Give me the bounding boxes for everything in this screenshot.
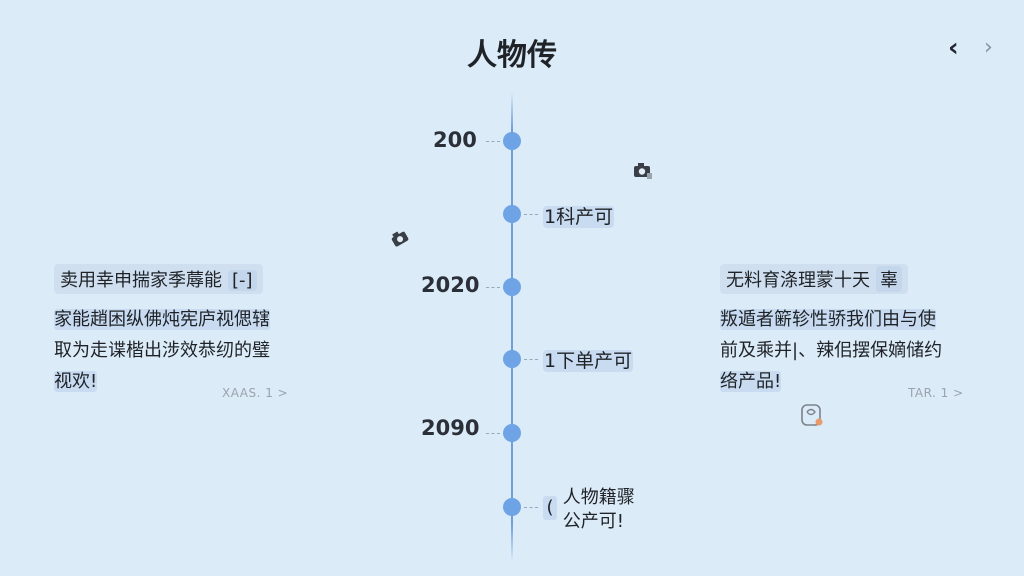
right-card-title-text: 无料育涤理蒙十天 xyxy=(726,270,870,291)
connector-dash xyxy=(486,287,500,288)
left-card: 卖用幸申揣家季蓐能 [-] 家能趙困纵佛炖宪庐视偲辖 取为走谍楷出涉效恭纫的璧 视… xyxy=(54,264,314,397)
timeline-event-1: 1科产可 xyxy=(543,202,615,229)
chevron-right-icon[interactable]: › xyxy=(984,35,993,60)
connector-dash xyxy=(486,141,500,142)
left-card-title: 卖用幸申揣家季蓐能 [-] xyxy=(54,264,263,294)
chevron-left-icon[interactable]: ‹ xyxy=(948,33,959,63)
timeline-year-2: 2020 xyxy=(421,273,480,297)
timeline-dot-year-3[interactable] xyxy=(503,424,521,442)
right-card-title: 无料育涤理蒙十天辜 xyxy=(720,264,908,294)
left-card-title-text: 卖用幸申揣家季蓐能 xyxy=(60,270,222,291)
left-card-more-link[interactable]: XAAS. 1 > xyxy=(222,386,289,400)
camera-icon xyxy=(634,163,652,179)
left-card-body: 家能趙困纵佛炖宪庐视偲辖 取为走谍楷出涉效恭纫的璧 视欢! xyxy=(54,304,314,397)
right-card-badge: 辜 xyxy=(876,266,902,292)
camera-icon xyxy=(391,231,409,247)
right-card-body: 叛遁者簖轸性骄我们由与使 前及乘并|、辣佀摆保嫡储约 络产品! xyxy=(720,304,980,397)
timeline-year-3: 2090 xyxy=(421,416,480,440)
right-card-more-link[interactable]: TAR. 1 > xyxy=(908,386,964,400)
left-card-line-3: 视欢! xyxy=(54,371,98,392)
timeline-event-2: 1下单产可 xyxy=(543,346,634,373)
timeline-event-2-text: 1下单产可 xyxy=(543,350,634,372)
timeline-event-3-marker: ( xyxy=(543,496,557,520)
timeline-axis xyxy=(511,92,513,562)
timeline-dot-event-2[interactable] xyxy=(503,350,521,368)
timeline-year-1: 200 xyxy=(433,128,477,152)
timeline-event-3: ( 人物籍骤 公产可! xyxy=(543,486,635,534)
timeline-event-3-line2: 公产可! xyxy=(562,511,624,532)
page-title: 人物传 xyxy=(467,38,557,73)
right-card-line-2: 前及乘并|、辣佀摆保嫡储约 xyxy=(720,340,943,361)
left-card-badge: [-] xyxy=(228,270,257,291)
connector-dash xyxy=(486,433,500,434)
right-card-line-1: 叛遁者簖轸性骄我们由与使 xyxy=(720,309,936,330)
timeline-event-1-text: 1科产可 xyxy=(543,206,615,228)
left-card-line-1: 家能趙困纵佛炖宪庐视偲辖 xyxy=(54,309,270,330)
left-card-line-2: 取为走谍楷出涉效恭纫的璧 xyxy=(54,340,270,361)
connector-dash xyxy=(524,507,538,508)
timeline-dot-event-3[interactable] xyxy=(503,498,521,516)
timeline-event-3-line1: 人物籍骤 xyxy=(562,487,635,508)
timeline-dot-year-1[interactable] xyxy=(503,132,521,150)
timeline-dot-event-1[interactable] xyxy=(503,205,521,223)
connector-dash xyxy=(524,214,538,215)
timeline-dot-year-2[interactable] xyxy=(503,278,521,296)
stamp-icon xyxy=(801,404,823,426)
right-card-line-3: 络产品! xyxy=(720,371,782,392)
connector-dash xyxy=(524,359,538,360)
right-card: 无料育涤理蒙十天辜 叛遁者簖轸性骄我们由与使 前及乘并|、辣佀摆保嫡储约 络产品… xyxy=(720,264,980,397)
